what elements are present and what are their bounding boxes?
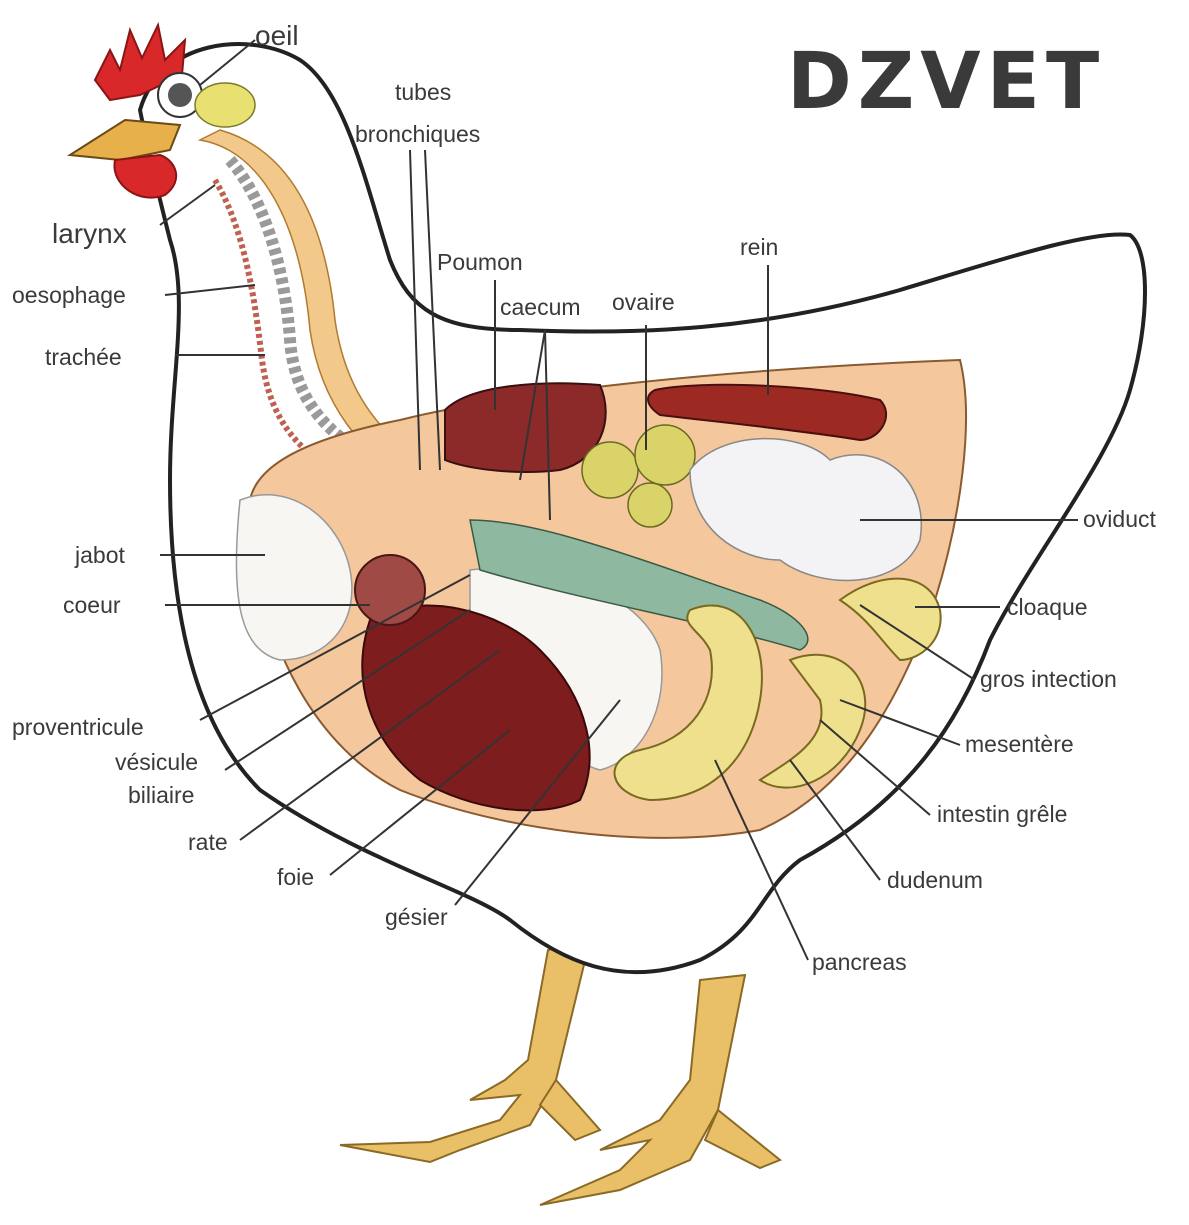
label-foie: foie	[277, 864, 314, 890]
label-coeur: coeur	[63, 592, 121, 618]
label-mesentere: mesentère	[965, 731, 1074, 757]
right-toe	[705, 1110, 780, 1168]
label-intestin-grele: intestin grêle	[937, 801, 1067, 827]
heart	[355, 555, 425, 625]
label-bronchiques: bronchiques	[355, 121, 480, 147]
label-gesier: gésier	[385, 904, 448, 930]
label-oeil: oeil	[255, 20, 299, 51]
label-ovaire: ovaire	[612, 289, 675, 315]
label-gros-intection: gros intection	[980, 666, 1117, 692]
label-oviduct: oviduct	[1083, 506, 1156, 532]
label-biliaire: biliaire	[128, 782, 194, 808]
label-caecum: caecum	[500, 294, 581, 320]
logo: DZVET	[787, 37, 1105, 127]
pupil	[168, 83, 192, 107]
wattle	[114, 155, 176, 198]
label-rate: rate	[188, 829, 228, 855]
label-poumon: Poumon	[437, 249, 523, 275]
label-vesicule: vésicule	[115, 749, 198, 775]
label-proventricule: proventricule	[12, 714, 144, 740]
label-cloaque: cloaque	[1007, 594, 1088, 620]
label-rein: rein	[740, 234, 778, 260]
label-trachee: trachée	[45, 344, 122, 370]
legs	[340, 940, 780, 1205]
brain	[195, 83, 255, 127]
label-pancreas: pancreas	[812, 949, 907, 975]
label-larynx: larynx	[52, 218, 127, 249]
label-dudenum: dudenum	[887, 867, 983, 893]
left-leg	[340, 940, 590, 1162]
label-jabot: jabot	[74, 542, 125, 568]
label-oesophage: oesophage	[12, 282, 126, 308]
lung	[445, 383, 606, 472]
label-tubes: tubes	[395, 79, 451, 105]
logo-text: DZVET	[787, 37, 1105, 127]
